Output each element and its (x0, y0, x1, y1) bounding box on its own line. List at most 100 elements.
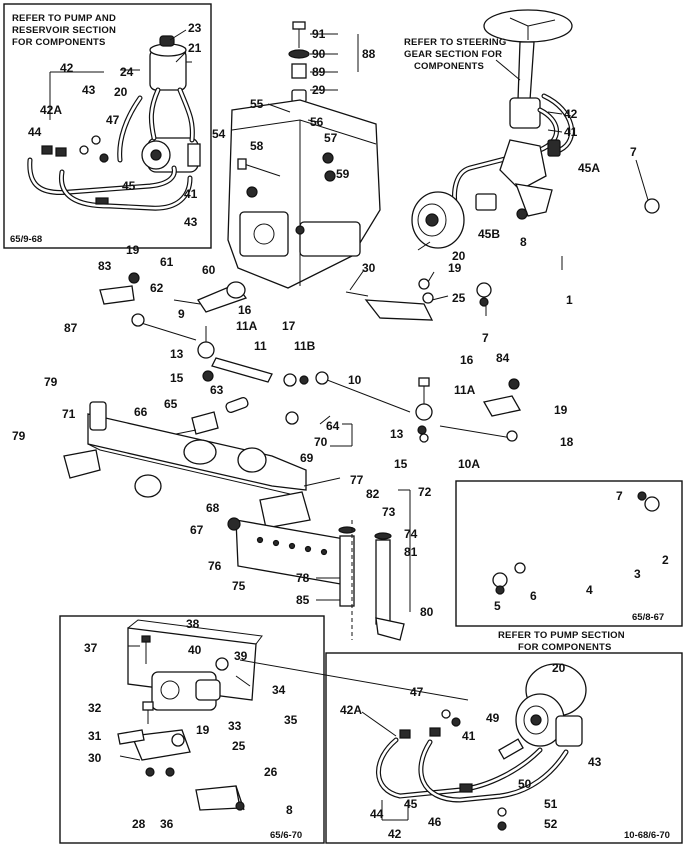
callout-34: 34 (272, 683, 286, 697)
callout-46: 46 (428, 815, 442, 829)
inset-code-bottom-right: 10-68/6-70 (624, 830, 670, 841)
drag-link-art (476, 198, 660, 307)
note-steering-gear-line-2: GEAR SECTION FOR (404, 49, 502, 60)
callout-33: 33 (228, 719, 242, 733)
callout-41-top-right: 41 (564, 125, 578, 139)
callout-89: 89 (312, 65, 326, 79)
callout-1: 1 (566, 293, 573, 307)
callout-40: 40 (188, 643, 202, 657)
callout-7-inset: 7 (616, 489, 623, 503)
callout-17: 17 (282, 319, 296, 333)
callout-36: 36 (160, 817, 174, 831)
note-steering-gear-line-1: REFER TO STEERING (404, 37, 506, 48)
callout-75: 75 (232, 579, 246, 593)
callout-31: 31 (88, 729, 102, 743)
callout-11B: 11B (294, 339, 316, 353)
callout-69: 69 (300, 451, 314, 465)
callout-23: 23 (188, 21, 202, 35)
callout-70: 70 (314, 435, 328, 449)
callout-25-mid: 25 (452, 291, 466, 305)
callout-13-left: 13 (170, 347, 184, 361)
callout-10A: 10A (458, 457, 480, 471)
inset-frame-tie-rod (455, 480, 683, 627)
callout-29: 29 (312, 83, 326, 97)
callout-49: 49 (486, 711, 500, 725)
callout-47-top-left: 47 (106, 113, 120, 127)
callout-2: 2 (662, 553, 669, 567)
callout-83: 83 (98, 259, 112, 273)
note-pump-reservoir-line-3: FOR COMPONENTS (12, 37, 106, 48)
callout-52: 52 (544, 817, 558, 831)
callout-45-top-left: 45 (122, 179, 136, 193)
callout-39: 39 (234, 649, 248, 663)
callout-45A: 45A (578, 161, 600, 175)
callout-45B: 45B (478, 227, 500, 241)
callout-42A-bottom-right: 42A (340, 703, 362, 717)
callout-21: 21 (188, 41, 202, 55)
callout-71: 71 (62, 407, 76, 421)
callout-19-mid: 19 (448, 261, 462, 275)
callout-87: 87 (64, 321, 78, 335)
note-pump-section-line-1: REFER TO PUMP SECTION (498, 630, 625, 641)
callout-64: 64 (326, 419, 340, 433)
callout-8-top-right: 8 (520, 235, 527, 249)
pump-reservoir-inset-art (27, 35, 201, 211)
callout-79-bottom: 79 (12, 429, 26, 443)
callout-91: 91 (312, 27, 326, 41)
callout-74: 74 (404, 527, 418, 541)
callout-54: 54 (212, 127, 226, 141)
inset-frame-bottom-left (59, 615, 325, 844)
callout-88: 88 (362, 47, 376, 61)
callout-45-bottom-right: 45 (404, 797, 418, 811)
callout-30-bottom-left: 30 (88, 751, 102, 765)
callout-42-top-right: 42 (564, 107, 578, 121)
callout-20-bottom-right: 20 (552, 661, 566, 675)
callout-82: 82 (366, 487, 380, 501)
callout-13-right: 13 (390, 427, 404, 441)
callout-16-right: 16 (460, 353, 474, 367)
callout-7-top-right: 7 (630, 145, 637, 159)
callout-11: 11 (254, 339, 267, 353)
note-pump-section-line-2: FOR COMPONENTS (518, 642, 612, 653)
leader-lines (49, 29, 649, 821)
callout-66: 66 (134, 405, 148, 419)
note-pump-section: REFER TO PUMP SECTION FOR COMPONENTS (498, 630, 625, 653)
callout-79-top: 79 (44, 375, 58, 389)
steering-housing-art (227, 21, 381, 289)
callout-73: 73 (382, 505, 396, 519)
callout-32: 32 (88, 701, 102, 715)
callout-7-drag-link: 7 (482, 331, 489, 345)
callout-41-bottom-right: 41 (462, 729, 476, 743)
callout-61: 61 (160, 255, 174, 269)
bottom-left-inset-art (117, 619, 263, 811)
callout-35: 35 (284, 713, 298, 727)
inset-frame-bottom-right (325, 652, 683, 844)
callout-81: 81 (404, 545, 418, 559)
callout-80: 80 (420, 605, 434, 619)
callout-4: 4 (586, 583, 593, 597)
callout-18: 18 (560, 435, 574, 449)
callout-62: 62 (150, 281, 164, 295)
callout-19-right: 19 (554, 403, 568, 417)
callout-56: 56 (310, 115, 324, 129)
callout-38: 38 (186, 617, 200, 631)
callout-10: 10 (348, 373, 362, 387)
callout-90: 90 (312, 47, 326, 61)
callout-20-top-right: 20 (452, 249, 466, 263)
callout-67: 67 (190, 523, 204, 537)
inset-frame-pump-reservoir (3, 3, 212, 249)
callout-72: 72 (418, 485, 432, 499)
note-pump-reservoir: REFER TO PUMP AND RESERVOIR SECTION FOR … (12, 13, 116, 48)
callout-78: 78 (296, 571, 310, 585)
callout-6: 6 (530, 589, 537, 603)
callout-44-top-left: 44 (28, 125, 42, 139)
callout-8-bottom-left: 8 (286, 803, 293, 817)
part-number-callouts: 91 90 89 88 29 55 56 54 57 58 59 23 21 2… (12, 21, 669, 841)
callout-15-right: 15 (394, 457, 408, 471)
callout-47-bottom-right: 47 (410, 685, 424, 699)
callout-26: 26 (264, 765, 278, 779)
callout-30-mid: 30 (362, 261, 376, 275)
note-steering-gear: REFER TO STEERING GEAR SECTION FOR COMPO… (404, 37, 506, 72)
callout-5: 5 (494, 599, 501, 613)
